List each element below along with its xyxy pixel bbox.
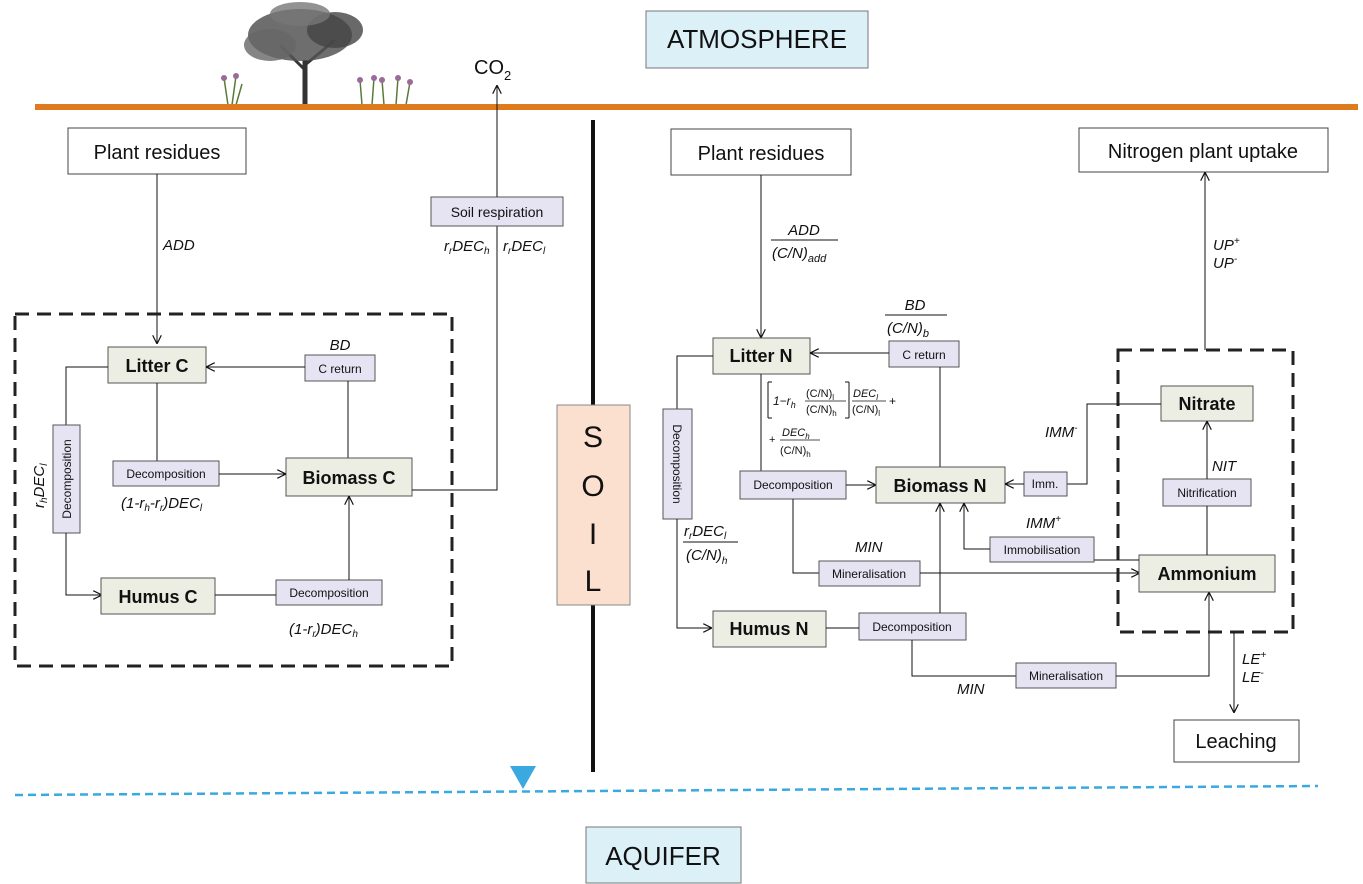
leaching-label: Leaching — [1195, 731, 1276, 753]
soil-letter-s: S — [583, 421, 603, 454]
carbon-plant-residues-box — [67, 127, 247, 175]
litter-c-box — [107, 346, 207, 384]
imm-plus-label: IMM+ — [1026, 514, 1061, 532]
nitrogen-decomposition-side-label: Decomposition — [670, 424, 684, 503]
soil-letter-l: L — [585, 565, 602, 598]
svg-text:+: + — [889, 394, 896, 408]
svg-text:1−rh: 1−rh — [773, 394, 796, 410]
le-minus-label: LE- — [1242, 668, 1264, 686]
nitrogen-c-return-label: C return — [902, 348, 945, 362]
biomass-c-label: Biomass C — [302, 468, 395, 488]
nitrogen-decomposition-mid-label: Decomposition — [753, 478, 832, 492]
aquifer-label: AQUIFER — [605, 841, 721, 871]
svg-text:+: + — [769, 434, 775, 446]
soil-box — [556, 404, 631, 606]
soil-respiration-box — [430, 196, 564, 227]
nitrogen-decomposition-humus-label: Decomposition — [872, 620, 951, 634]
nitrogen-pathway: Plant residues Nitrogen plant uptake ADD… — [662, 127, 1329, 763]
nitrification-label: Nitrification — [1177, 486, 1236, 500]
aquifer-box — [585, 826, 742, 884]
nitrogen-mineralisation-low-box — [1015, 662, 1117, 689]
svg-text:DECl: DECl — [853, 388, 878, 402]
carbon-decomposition-mid-box — [112, 460, 220, 487]
carbon-decomposition-mid-label: Decomposition — [126, 467, 205, 481]
litter-decomposition-formula: 1−rh (C/N)l (C/N)h DECl (C/N)l + + DECh … — [767, 381, 896, 459]
nitrogen-plant-residues-label: Plant residues — [698, 143, 825, 165]
nitrogen-add-numerator: ADD — [787, 222, 820, 239]
svg-text:rrDECl: rrDECl — [684, 523, 727, 542]
nitrogen-add-denominator: (C/N)add — [772, 245, 827, 265]
atmosphere-box — [645, 10, 869, 69]
up-minus-label: UP- — [1213, 254, 1238, 272]
nit-label: NIT — [1212, 458, 1238, 475]
nitrogen-mineralisation-mid-box — [818, 560, 921, 587]
svg-text:(C/N)h: (C/N)h — [806, 404, 837, 418]
co2-label: CO2 — [474, 57, 511, 83]
nitrogen-min-mid-label: MIN — [855, 539, 883, 556]
carbon-c-return-box — [304, 354, 376, 382]
carbon-decomposition-side-label: Decomposition — [60, 439, 74, 518]
biomass-n-label: Biomass N — [893, 476, 986, 496]
biomass-n-box — [875, 466, 1006, 504]
imm-minus-label: IMM- — [1045, 423, 1078, 441]
litter-n-box — [712, 337, 811, 375]
litter-c-label: Litter C — [126, 356, 189, 376]
nitrogen-mineralisation-low-label: Mineralisation — [1029, 669, 1103, 683]
nitrogen-uptake-label: Nitrogen plant uptake — [1108, 141, 1298, 163]
biomass-c-box — [285, 457, 413, 497]
carbon-bd-label: BD — [330, 337, 351, 354]
humus-c-label: Humus C — [118, 587, 197, 607]
soil-letter-i: I — [589, 518, 597, 551]
carbon-dec-humus-formula: (1-rr)DECh — [289, 621, 358, 640]
immobilisation-label: Immobilisation — [1004, 543, 1081, 557]
svg-text:(C/N)h: (C/N)h — [686, 547, 728, 567]
nitrogen-dashed-box — [1116, 348, 1295, 634]
humus-c-box — [100, 577, 216, 615]
nitrogen-bd-denominator: (C/N)b — [887, 320, 929, 340]
water-table-marker-icon — [510, 766, 536, 789]
ammonium-label: Ammonium — [1158, 564, 1257, 584]
carbon-side-formula: rhDECl — [31, 463, 50, 508]
grass-illustration — [221, 73, 413, 106]
humus-n-label: Humus N — [729, 619, 808, 639]
nitrogen-c-return-box — [888, 340, 960, 368]
carbon-c-return-label: C return — [318, 362, 361, 376]
nitrogen-uptake-box — [1078, 127, 1329, 173]
leaching-box — [1173, 719, 1300, 763]
nitrogen-bd-numerator: BD — [905, 297, 926, 314]
svg-text:(C/N)l: (C/N)l — [852, 404, 880, 418]
nitrate-label: Nitrate — [1178, 394, 1235, 414]
nitrogen-min-low-label: MIN — [957, 681, 985, 698]
carbon-plant-residues-label: Plant residues — [94, 142, 221, 164]
atmosphere-label: ATMOSPHERE — [667, 24, 847, 54]
tree-illustration — [244, 2, 363, 106]
soil-respiration-label: Soil respiration — [451, 204, 544, 220]
carbon-dec-mid-formula: (1-rh-rr)DECl — [121, 495, 203, 514]
humus-n-box — [712, 610, 827, 648]
carbon-decomposition-humus-label: Decomposition — [289, 586, 368, 600]
svg-text:DECh: DECh — [782, 427, 810, 441]
soil-letter-o: O — [581, 470, 604, 503]
respiration-h-formula: rrDECh — [444, 238, 490, 257]
nitrogen-plant-residues-box — [670, 128, 852, 176]
nitrogen-imm-label: Imm. — [1032, 477, 1059, 491]
up-plus-label: UP+ — [1213, 236, 1240, 254]
respiration-l-formula: rrDECl — [503, 238, 546, 257]
nitrogen-decomposition-side-box — [662, 408, 693, 520]
nitrogen-mineralisation-mid-label: Mineralisation — [832, 567, 906, 581]
carbon-add-label: ADD — [162, 237, 195, 254]
ammonium-box — [1138, 554, 1276, 593]
litter-n-label: Litter N — [730, 346, 793, 366]
nitrogen-side-formula: rrDECl (C/N)h — [683, 523, 738, 567]
svg-text:(C/N)h: (C/N)h — [780, 445, 811, 459]
nitrogen-decomposition-humus-box — [858, 612, 967, 641]
nitrogen-imm-box — [1023, 471, 1068, 497]
water-table-line — [14, 784, 1319, 797]
le-plus-label: LE+ — [1242, 650, 1266, 668]
svg-text:(C/N)l: (C/N)l — [806, 388, 834, 402]
carbon-pathway: Plant residues ADD Litter C C return BD … — [13, 86, 564, 668]
carbon-decomposition-humus-box — [275, 579, 383, 606]
